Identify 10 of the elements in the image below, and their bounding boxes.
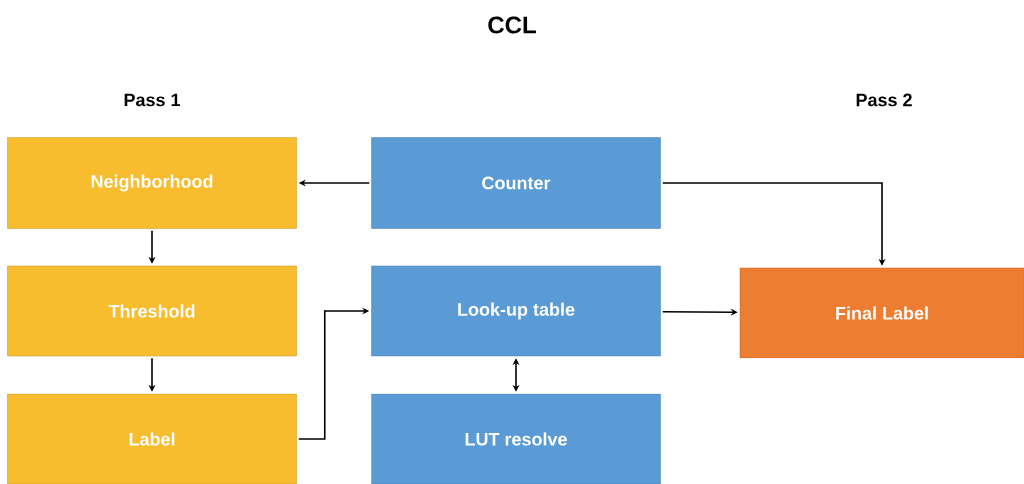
process-box: Counter (371, 137, 661, 229)
process-box: Threshold (7, 265, 297, 357)
pass-label: Pass 1 (124, 93, 180, 107)
process-box: LUT resolve (371, 393, 661, 484)
process-box: Final Label (739, 267, 1024, 359)
process-box: Label (7, 393, 297, 484)
pass-label: Pass 2 (856, 93, 912, 107)
title: CCL (488, 16, 536, 34)
process-box: Look-up table (371, 265, 661, 357)
process-box: Neighborhood (7, 137, 297, 229)
